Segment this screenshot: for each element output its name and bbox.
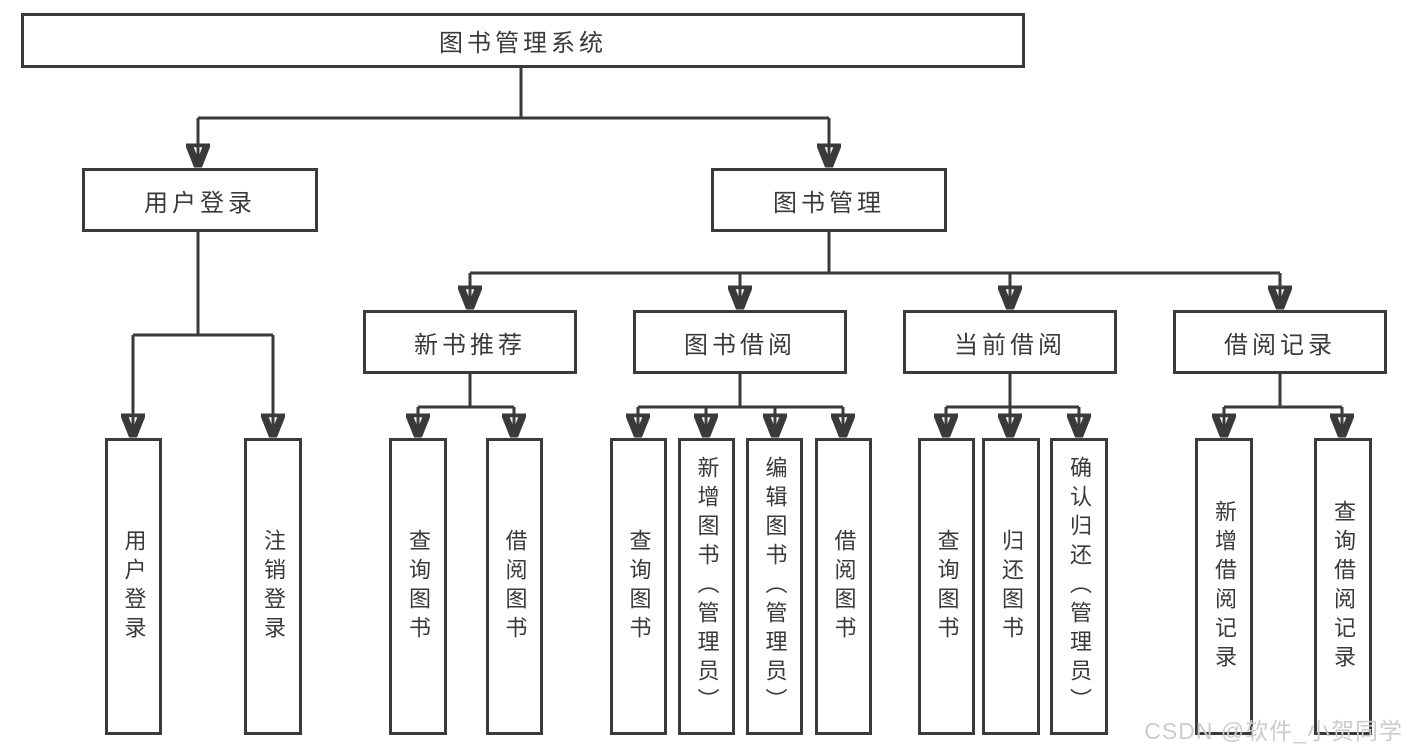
leaf-borrow-book-1: 借阅图书 — [486, 438, 543, 735]
leaf-user-login: 用户登录 — [105, 438, 162, 735]
node-book-management-label: 图书管理 — [773, 189, 885, 217]
node-new-book-recommend-label: 新书推荐 — [414, 331, 526, 359]
node-user-login: 用户登录 — [82, 168, 318, 232]
leaf-add-book-admin-label: 新增图书（管理员） — [694, 456, 720, 717]
node-borrow-records: 借阅记录 — [1173, 310, 1387, 374]
leaf-logout-label: 注销登录 — [261, 528, 286, 645]
node-current-borrow: 当前借阅 — [903, 310, 1117, 374]
node-root-system: 图书管理系统 — [21, 13, 1025, 68]
leaf-query-book-3-label: 查询图书 — [934, 528, 960, 645]
leaf-confirm-return-admin: 确认归还（管理员） — [1050, 438, 1108, 735]
csdn-watermark: CSDN @软件_小贺同学 — [1144, 718, 1403, 744]
node-book-borrow: 图书借阅 — [633, 310, 847, 374]
node-user-login-label: 用户登录 — [144, 189, 256, 217]
node-current-borrow-label: 当前借阅 — [954, 331, 1066, 359]
leaf-confirm-return-admin-label: 确认归还（管理员） — [1067, 456, 1092, 717]
leaf-borrow-book-1-label: 借阅图书 — [502, 528, 528, 645]
node-book-borrow-label: 图书借阅 — [684, 331, 796, 359]
leaf-add-book-admin: 新增图书（管理员） — [678, 438, 735, 735]
leaf-query-borrow-record-label: 查询借阅记录 — [1331, 499, 1356, 674]
leaf-add-borrow-record-label: 新增借阅记录 — [1212, 499, 1237, 674]
leaf-query-book-2: 查询图书 — [610, 438, 667, 735]
node-book-management: 图书管理 — [711, 168, 947, 232]
leaf-borrow-book-2: 借阅图书 — [815, 438, 872, 735]
leaf-user-login-label: 用户登录 — [121, 528, 147, 645]
node-root-label: 图书管理系统 — [439, 30, 607, 57]
leaf-add-borrow-record: 新增借阅记录 — [1195, 438, 1253, 735]
leaf-query-book-2-label: 查询图书 — [626, 528, 652, 645]
node-new-book-recommend: 新书推荐 — [363, 310, 577, 374]
leaf-logout: 注销登录 — [244, 438, 302, 735]
leaf-return-book-label: 归还图书 — [999, 528, 1024, 645]
leaf-return-book: 归还图书 — [982, 438, 1040, 735]
leaf-query-borrow-record: 查询借阅记录 — [1314, 438, 1372, 735]
leaf-query-book-3: 查询图书 — [918, 438, 975, 735]
leaf-query-book-1: 查询图书 — [389, 438, 447, 735]
leaf-edit-book-admin: 编辑图书（管理员） — [746, 438, 803, 735]
node-borrow-records-label: 借阅记录 — [1224, 331, 1336, 359]
leaf-borrow-book-2-label: 借阅图书 — [831, 528, 857, 645]
leaf-query-book-1-label: 查询图书 — [406, 528, 431, 645]
leaf-edit-book-admin-label: 编辑图书（管理员） — [762, 456, 788, 717]
